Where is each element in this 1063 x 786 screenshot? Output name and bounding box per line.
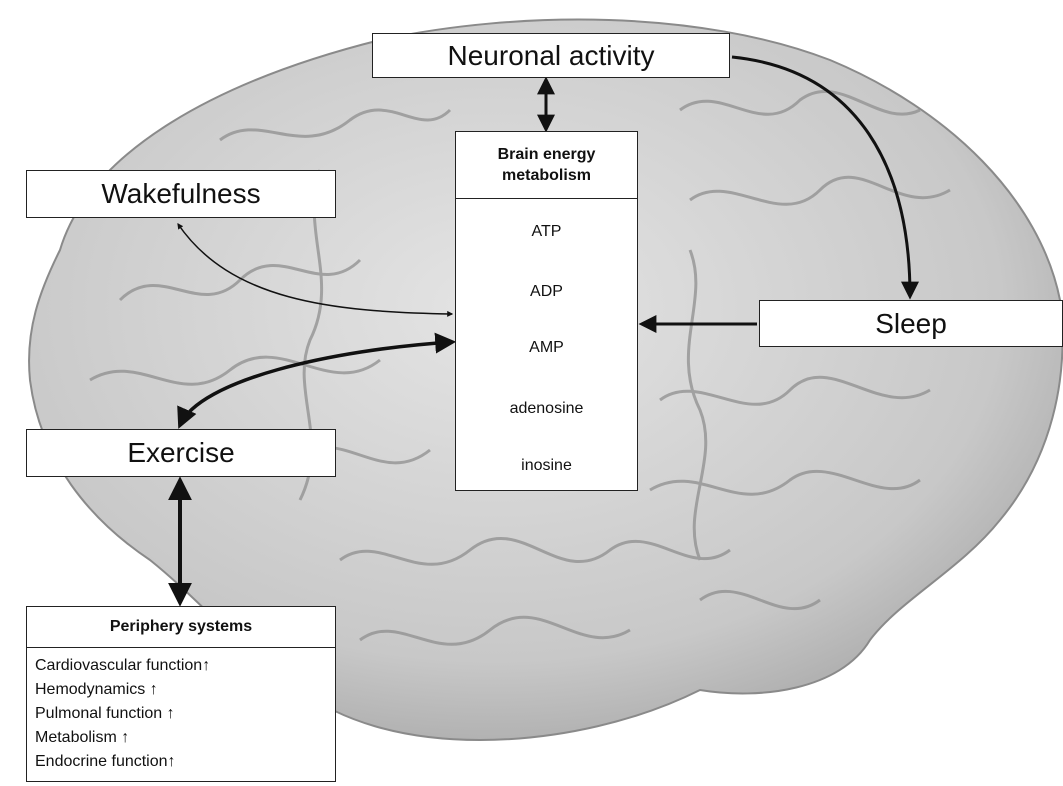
periphery-item-endocrine: Endocrine function↑	[35, 750, 335, 774]
energy-title-line2: metabolism	[498, 165, 596, 186]
sleep-label: Sleep	[875, 308, 947, 340]
periphery-systems-box: Periphery systems Cardiovascular functio…	[26, 606, 336, 782]
brain-energy-metabolism-box: Brain energy metabolism ATP ADP AMP aden…	[455, 131, 638, 491]
wakefulness-label: Wakefulness	[101, 178, 260, 210]
wakefulness-box: Wakefulness	[26, 170, 336, 218]
exercise-label: Exercise	[127, 437, 234, 469]
periphery-list: Cardiovascular function↑ Hemodynamics ↑ …	[27, 648, 335, 774]
energy-title-line1: Brain energy	[498, 144, 596, 165]
metabolite-amp: AMP	[456, 339, 637, 357]
neuronal-activity-label: Neuronal activity	[448, 40, 655, 72]
energy-box-header: Brain energy metabolism	[456, 132, 637, 199]
periphery-item-pulmonal: Pulmonal function ↑	[35, 702, 335, 726]
metabolite-adenosine: adenosine	[456, 400, 637, 418]
sleep-box: Sleep	[759, 300, 1063, 347]
exercise-box: Exercise	[26, 429, 336, 477]
periphery-item-hemodynamics: Hemodynamics ↑	[35, 678, 335, 702]
neuronal-activity-box: Neuronal activity	[372, 33, 730, 78]
metabolite-inosine: inosine	[456, 457, 637, 475]
metabolite-atp: ATP	[456, 223, 637, 241]
periphery-title: Periphery systems	[27, 607, 335, 648]
periphery-item-metabolism: Metabolism ↑	[35, 726, 335, 750]
periphery-item-cardiovascular: Cardiovascular function↑	[35, 654, 335, 678]
metabolite-adp: ADP	[456, 283, 637, 301]
